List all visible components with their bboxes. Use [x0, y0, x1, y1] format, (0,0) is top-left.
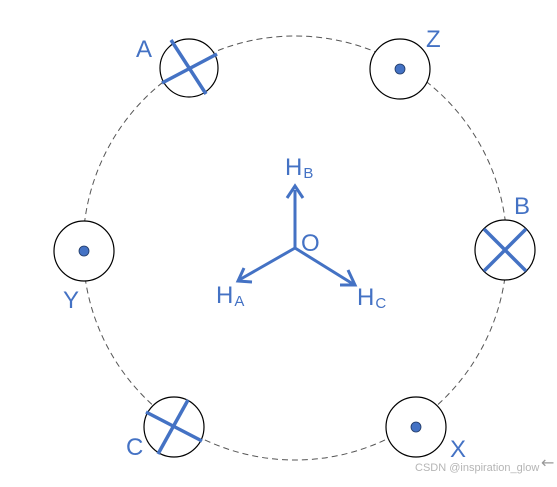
- vector-hc-arrow: [294, 246, 358, 287]
- label-hb-main: H: [285, 154, 303, 181]
- label-hb-sub: B: [303, 165, 314, 182]
- label-a: A: [136, 36, 153, 63]
- label-ha: HA: [216, 282, 245, 310]
- back-arrow-icon: ←: [541, 453, 555, 472]
- marker-z-dot: [369, 38, 431, 100]
- marker-y-dot: [53, 220, 115, 282]
- label-origin: O: [301, 230, 320, 257]
- label-hc-main: H: [357, 284, 375, 311]
- label-ha-main: H: [216, 282, 234, 309]
- label-z: Z: [426, 26, 441, 53]
- label-hc: HC: [357, 284, 387, 312]
- marker-x-dot: [385, 396, 447, 458]
- marker-c-cross: [143, 396, 205, 458]
- label-b: B: [514, 193, 531, 220]
- vector-hb-arrow: [285, 183, 305, 248]
- marker-a-cross: [159, 38, 219, 98]
- label-ha-sub: A: [234, 293, 245, 310]
- marker-b-cross: [474, 219, 536, 281]
- label-y: Y: [63, 287, 80, 314]
- vector-ha-arrow: [235, 246, 296, 284]
- watermark-text: CSDN @inspiration_glow: [415, 462, 540, 474]
- label-hb: HB: [285, 154, 314, 182]
- label-hc-sub: C: [375, 295, 387, 312]
- label-c: C: [126, 434, 144, 461]
- label-x: X: [450, 436, 467, 463]
